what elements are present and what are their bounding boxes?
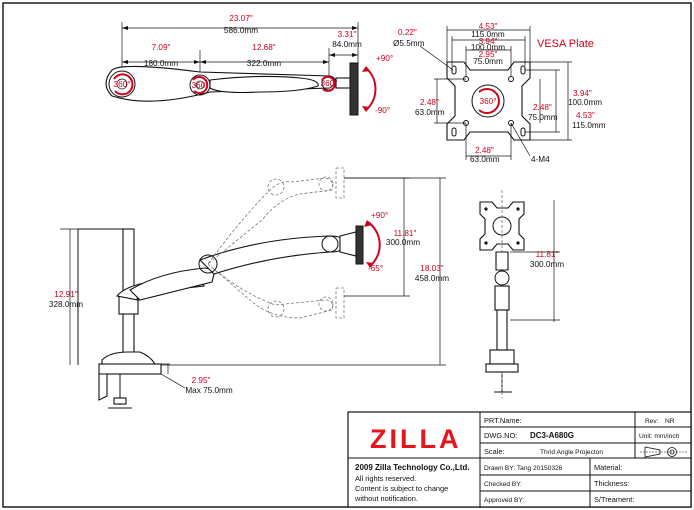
tb-dwg-value: DC3-A680G	[530, 431, 574, 440]
tb-copyright: 2009 Zilla Technology Co.,Ltd.	[355, 463, 470, 472]
side-pole-mm: 328.0mm	[49, 300, 83, 309]
top-seg2-in: 12.68"	[252, 43, 275, 52]
tb-thickness-label: Thickness:	[594, 479, 629, 488]
top-rot-joint: 360°	[192, 81, 209, 90]
side-tilt-down: -65°	[368, 264, 383, 273]
tb-notice1: Content is subject to change	[355, 484, 448, 493]
vesa-bottom-mm: 63.0mm	[470, 155, 500, 164]
top-seg1-mm: 180.0mm	[144, 59, 178, 68]
side-view: +90° -65° 12.91" 328.0mm 11.81" 300.0mm …	[49, 167, 449, 409]
top-seg3-in: 3.31"	[338, 30, 357, 39]
vesa-hr1-in: 3.94"	[573, 89, 592, 98]
top-tilt-up: +90°	[376, 54, 393, 63]
title-block: ZILLA 2009 Zilla Technology Co.,Ltd. All…	[347, 411, 692, 508]
vesa-hr1-mm: 100.0mm	[568, 98, 602, 107]
tb-approved-by: Approved BY:	[484, 497, 524, 504]
vesa-w1-in: 4.53"	[479, 22, 498, 31]
top-seg1-in: 7.09"	[152, 43, 171, 52]
tb-scale-label: Scale:	[484, 447, 505, 456]
side-total-mm: 458.0mm	[415, 274, 449, 283]
tb-rev-value: NR	[665, 418, 675, 425]
tb-unit: Unit: mm/inch	[639, 433, 680, 440]
top-seg3-mm: 84.0mm	[332, 40, 362, 49]
tb-notice2: without notification.	[354, 494, 418, 503]
tb-checked-by: Checked BY:	[484, 481, 522, 488]
side-tilt-up: +90°	[371, 211, 388, 220]
vesa-screw: 4-M4	[531, 155, 550, 164]
vesa-hr2-in: 4.53"	[576, 111, 595, 120]
front-view: 11.81" 300.0mm	[479, 190, 564, 398]
vesa-w3-in: 2.95"	[479, 50, 498, 59]
front-travel-in: 11.81"	[536, 250, 559, 259]
vesa-hinner-in: 2.48"	[533, 103, 552, 112]
tb-drawn-by: Drawn BY: Tang 20150326	[484, 465, 563, 472]
top-total-in: 23.07"	[229, 14, 252, 23]
side-total-in: 18.03"	[420, 264, 443, 273]
top-view: 23.07" 586.0mm 7.09" 180.0mm 12.68" 322.…	[105, 14, 393, 116]
tb-rev-label: Rev:	[645, 418, 659, 425]
vesa-bottom-in: 2.48"	[475, 146, 494, 155]
side-travel-in: 11.81"	[394, 229, 417, 238]
front-travel-mm: 300.0mm	[530, 260, 564, 269]
tb-part-name-label: PRT.Name:	[484, 416, 522, 425]
side-pole-in: 12.91"	[54, 290, 77, 299]
third-angle-projection-icon	[640, 446, 688, 458]
vesa-hr2-mm: 115.0mm	[572, 121, 606, 130]
top-rot-joint2: 360°	[321, 79, 338, 88]
side-clamp-mm: Max 75.0mm	[185, 386, 232, 395]
tb-rights: All rights reserved.	[355, 474, 416, 483]
tb-projection: Thrid Angle Projecton	[540, 449, 603, 456]
vesa-plate-view: VESA Plate 360° 4.53" 115.0mm 3.94" 100.…	[393, 22, 606, 164]
zilla-logo: ZILLA	[370, 424, 461, 454]
vesa-hleft-mm: 63.0mm	[415, 108, 445, 117]
vesa-rot: 360°	[480, 97, 497, 106]
vesa-hinner-mm: 75.0mm	[528, 113, 558, 122]
side-clamp-in: 2.95"	[192, 376, 211, 385]
top-seg2-mm: 322.0mm	[247, 59, 281, 68]
vesa-w1-mm: 115.0mm	[471, 30, 505, 39]
vesa-hole-in: 0.22"	[398, 28, 417, 37]
tb-treatment-label: S/Treament:	[594, 495, 634, 504]
vesa-hleft-in: 2.48"	[420, 98, 439, 107]
tb-dwg-label: DWG.NO:	[484, 431, 517, 440]
vesa-title: VESA Plate	[537, 38, 594, 50]
top-rot-main: 360°	[114, 80, 131, 89]
vesa-hole-mm: Ø5.5mm	[393, 39, 425, 48]
top-total-mm: 586.0mm	[224, 26, 258, 35]
top-tilt-down: -90°	[375, 106, 390, 115]
vesa-w3-mm: 75.0mm	[473, 57, 503, 66]
side-travel-mm: 300.0mm	[386, 238, 420, 247]
tb-material-label: Material:	[594, 463, 622, 472]
vesa-w2-in: 3.94"	[479, 37, 498, 46]
vesa-w2-mm: 100.0mm	[471, 43, 505, 52]
